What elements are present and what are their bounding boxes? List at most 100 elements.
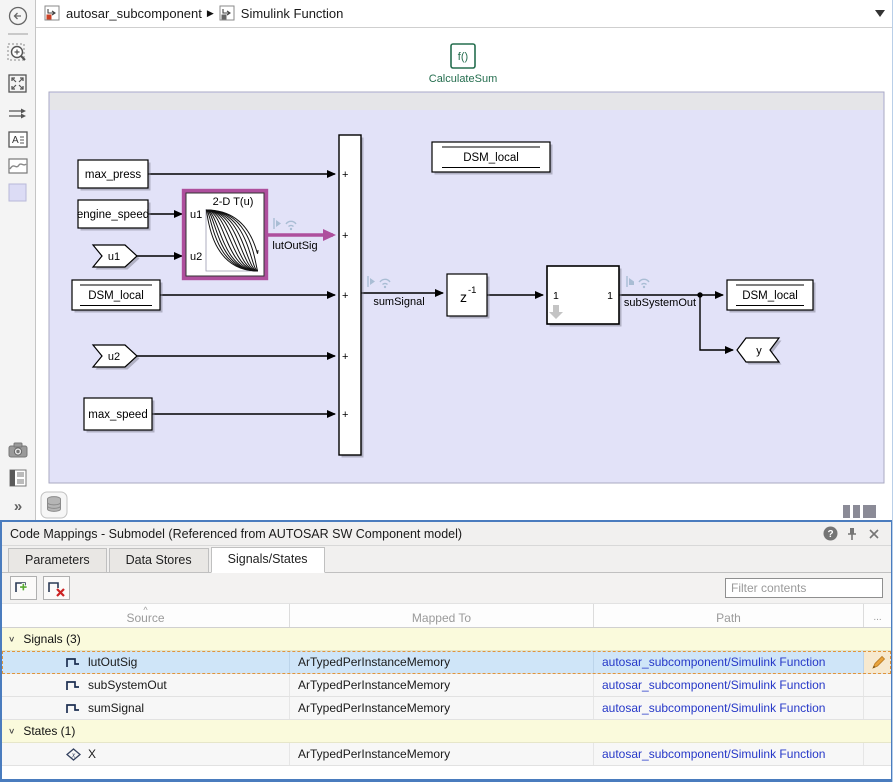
screenshot-icon[interactable] <box>6 438 30 462</box>
svg-text:DSM_local: DSM_local <box>463 152 519 164</box>
data-browser-button[interactable] <box>41 492 67 518</box>
svg-text:DSM_local: DSM_local <box>88 290 144 302</box>
filter-input[interactable] <box>725 578 883 598</box>
table-empty-area <box>2 766 891 773</box>
table-header[interactable]: ^ Source Mapped To Path ... <box>2 604 891 628</box>
block-max-press[interactable]: max_press <box>78 160 151 191</box>
unit-delay-block[interactable]: z -1 <box>447 274 490 319</box>
breadcrumb: autosar_subcomponent ▶ Simulink Function <box>36 0 893 28</box>
group-row-states[interactable]: ∨ States (1) <box>2 720 891 743</box>
svg-text:+: + <box>342 351 348 363</box>
path-link[interactable]: autosar_subcomponent/Simulink Function <box>602 747 825 761</box>
svg-text:1: 1 <box>553 290 559 302</box>
table-row[interactable]: sumSignal ArTypedPerInstanceMemory autos… <box>2 697 891 720</box>
lookup-table-block[interactable]: 2-D T(u) u1 u2 <box>184 191 268 280</box>
svg-text:+: + <box>342 230 348 242</box>
remove-mapping-button[interactable] <box>43 576 70 600</box>
add-mapping-button[interactable] <box>10 576 37 600</box>
grip-icon[interactable] <box>843 505 876 518</box>
tab-data-stores[interactable]: Data Stores <box>109 548 209 572</box>
breadcrumb-subsystem-label: Simulink Function <box>241 6 344 21</box>
breadcrumb-item-subsystem[interactable]: Simulink Function <box>219 5 344 22</box>
path-link[interactable]: autosar_subcomponent/Simulink Function <box>602 701 825 715</box>
svg-text:z: z <box>460 289 467 305</box>
panel-title: Code Mappings - Submodel (Referenced fro… <box>10 527 462 541</box>
area-icon[interactable] <box>6 181 30 205</box>
image-icon[interactable] <box>6 154 30 178</box>
data-store-memory-block[interactable]: DSM_local <box>432 142 553 175</box>
group-label: States (1) <box>23 724 75 738</box>
viewmarks-icon[interactable] <box>6 466 30 490</box>
signal-icon <box>66 702 81 715</box>
svg-text:engine_speed: engine_speed <box>77 209 149 221</box>
svg-text:+: + <box>342 290 348 302</box>
svg-text:f(): f() <box>458 51 468 63</box>
svg-text:+: + <box>342 409 348 421</box>
signal-label-lutoutsig[interactable]: lutOutSig <box>272 240 317 252</box>
column-mapped-to: Mapped To <box>290 604 594 627</box>
fit-to-view-icon[interactable] <box>6 72 30 96</box>
signal-icon <box>66 656 81 669</box>
column-source: ^ Source <box>2 604 290 627</box>
svg-text:u1: u1 <box>108 251 120 263</box>
svg-text:A: A <box>12 135 19 146</box>
code-mappings-panel: Code Mappings - Submodel (Referenced fro… <box>0 520 893 782</box>
svg-text:-1: -1 <box>468 285 476 296</box>
sidebar-divider <box>8 33 28 35</box>
column-path: Path <box>594 604 864 627</box>
database-icon <box>48 497 61 512</box>
panel-title-bar[interactable]: Code Mappings - Submodel (Referenced fro… <box>2 522 891 546</box>
help-icon[interactable]: ? <box>821 526 839 542</box>
group-row-signals[interactable]: ∨ Signals (3) <box>2 628 891 651</box>
table-row[interactable]: lutOutSig ArTypedPerInstanceMemory autos… <box>2 651 891 674</box>
subsystem-block[interactable]: 1 1 <box>547 266 622 327</box>
mapping-table: ^ Source Mapped To Path ... ∨ Signals (3… <box>2 604 891 773</box>
collapse-icon[interactable]: ∨ <box>8 727 15 736</box>
signal-label-sumsignal[interactable]: sumSignal <box>373 296 424 308</box>
path-link[interactable]: autosar_subcomponent/Simulink Function <box>602 678 825 692</box>
sum-block[interactable]: + + + + + <box>339 135 364 458</box>
column-more: ... <box>864 604 891 627</box>
svg-text:x: x <box>71 750 76 759</box>
panel-tabs: Parameters Data Stores Signals/States <box>2 546 891 573</box>
svg-text:y: y <box>756 345 762 357</box>
add-signal-icon <box>14 579 34 598</box>
model-canvas[interactable]: f() CalculateSum <box>36 28 893 520</box>
pin-icon[interactable] <box>843 526 861 542</box>
zoom-region-icon[interactable] <box>6 42 30 66</box>
branch-point <box>697 292 702 297</box>
signal-label-subsystemout[interactable]: subSystemOut <box>624 297 696 309</box>
svg-text:+: + <box>342 169 348 181</box>
subsystem-icon <box>219 5 236 22</box>
svg-text:DSM_local: DSM_local <box>742 290 798 302</box>
path-link[interactable]: autosar_subcomponent/Simulink Function <box>602 655 825 669</box>
function-trigger-badge[interactable]: f() CalculateSum <box>429 44 497 85</box>
expand-palette-icon[interactable]: » <box>6 494 30 518</box>
data-store-write-block[interactable]: DSM_local <box>727 280 816 313</box>
svg-text:1: 1 <box>607 290 613 302</box>
mapping-toolbar <box>2 573 891 604</box>
close-icon[interactable] <box>865 526 883 542</box>
signal-icon <box>66 679 81 692</box>
hide-toolbar-icon[interactable] <box>875 10 885 17</box>
back-icon[interactable] <box>6 4 30 28</box>
table-row[interactable]: x X ArTypedPerInstanceMemory autosar_sub… <box>2 743 891 766</box>
remove-signal-icon <box>47 579 67 598</box>
breadcrumb-caret-icon: ▶ <box>207 8 214 19</box>
route-signals-icon[interactable] <box>6 102 30 126</box>
breadcrumb-model-label: autosar_subcomponent <box>66 6 202 21</box>
breadcrumb-item-model[interactable]: autosar_subcomponent <box>44 5 202 22</box>
tab-signals-states[interactable]: Signals/States <box>211 547 325 573</box>
group-label: Signals (3) <box>23 632 80 646</box>
block-max-speed[interactable]: max_speed <box>84 398 155 433</box>
collapse-icon[interactable]: ∨ <box>8 635 15 644</box>
function-name-label: CalculateSum <box>429 73 497 85</box>
tab-parameters[interactable]: Parameters <box>8 548 107 572</box>
table-row[interactable]: subSystemOut ArTypedPerInstanceMemory au… <box>2 674 891 697</box>
data-store-read-block[interactable]: DSM_local <box>72 280 163 313</box>
annotation-icon[interactable]: A <box>6 128 30 152</box>
svg-text:u1: u1 <box>190 209 202 221</box>
block-engine-speed[interactable]: engine_speed <box>77 200 151 231</box>
edit-icon[interactable] <box>871 654 887 670</box>
